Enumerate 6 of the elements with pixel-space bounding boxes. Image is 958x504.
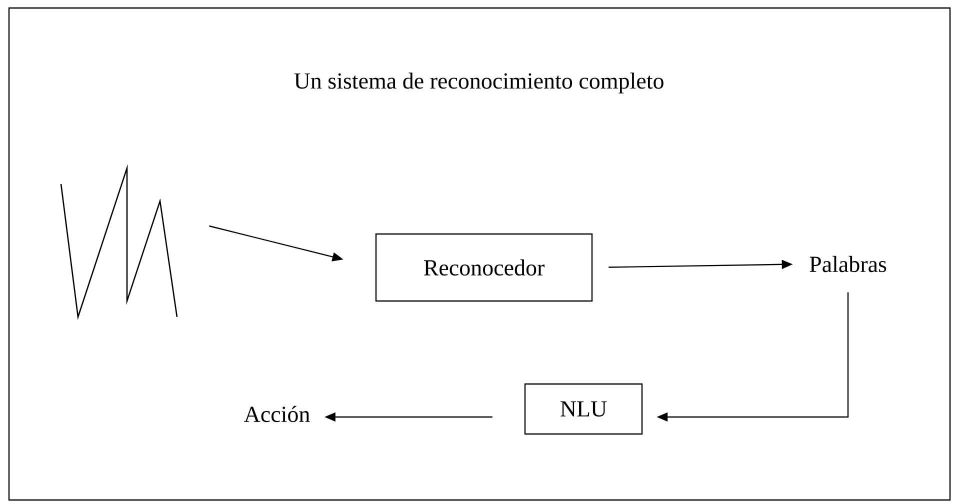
process-box: Reconocedor <box>375 233 593 302</box>
waveform-drawing <box>60 164 178 320</box>
process-box: NLU <box>524 383 643 435</box>
text-label: Acción <box>244 406 310 422</box>
text-label: Palabras <box>810 256 886 272</box>
title: Un sistema de reconocimiento completo <box>294 72 664 94</box>
